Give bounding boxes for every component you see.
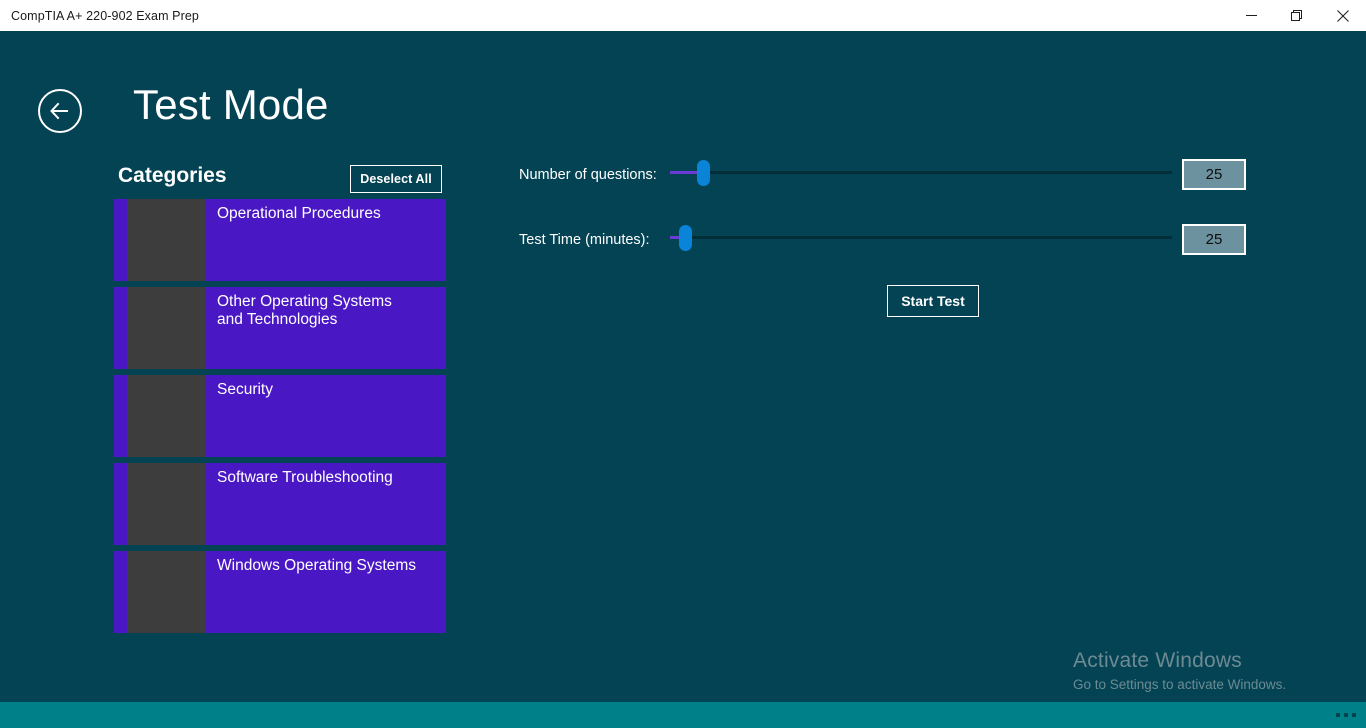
questions-label: Number of questions:	[519, 167, 657, 183]
selection-strip	[114, 551, 127, 633]
time-slider-track	[686, 236, 1172, 239]
back-button[interactable]	[38, 89, 82, 133]
activate-windows-watermark: Activate Windows Go to Settings to activ…	[1073, 648, 1353, 696]
category-label: Operational Procedures	[217, 205, 381, 222]
category-item-operational-procedures[interactable]: Operational Procedures	[114, 199, 446, 281]
category-label: Windows Operating Systems	[217, 557, 416, 574]
ellipsis-dot	[1336, 713, 1340, 717]
category-label: Software Troubleshooting	[217, 469, 393, 486]
category-thumbnail	[127, 199, 206, 281]
deselect-all-button[interactable]: Deselect All	[350, 165, 442, 193]
category-item-software-troubleshooting[interactable]: Software Troubleshooting	[114, 463, 446, 545]
restore-icon	[1291, 9, 1302, 21]
back-arrow-icon	[50, 102, 68, 120]
close-button[interactable]	[1320, 0, 1366, 31]
watermark-subtitle: Go to Settings to activate Windows.	[1073, 677, 1287, 693]
minimize-icon	[1245, 15, 1257, 16]
bottom-app-bar	[0, 702, 1366, 728]
minimize-button[interactable]	[1228, 0, 1274, 31]
time-slider[interactable]	[670, 223, 1172, 253]
title-bar: CompTIA A+ 220-902 Exam Prep	[0, 0, 1366, 31]
category-body: Other Operating Systems and Technologies	[206, 287, 446, 369]
time-label: Test Time (minutes):	[519, 232, 650, 248]
time-value-input[interactable]	[1182, 224, 1246, 255]
category-item-security[interactable]: Security	[114, 375, 446, 457]
time-slider-thumb[interactable]	[679, 225, 692, 251]
category-body: Software Troubleshooting	[206, 463, 446, 545]
selection-strip	[114, 463, 127, 545]
category-item-windows-operating-systems[interactable]: Windows Operating Systems	[114, 551, 446, 633]
selection-strip	[114, 199, 127, 281]
restore-button[interactable]	[1274, 0, 1320, 31]
window-title: CompTIA A+ 220-902 Exam Prep	[11, 8, 199, 23]
questions-slider-track	[704, 171, 1172, 174]
questions-slider-fill	[670, 171, 704, 174]
more-options-button[interactable]	[1336, 702, 1356, 728]
category-thumbnail	[127, 287, 206, 369]
category-thumbnail	[127, 463, 206, 545]
category-body: Security	[206, 375, 446, 457]
category-thumbnail	[127, 375, 206, 457]
category-label: Other Operating Systems and Technologies	[217, 293, 392, 328]
categories-heading: Categories	[118, 164, 227, 187]
ellipsis-dot	[1352, 713, 1356, 717]
questions-slider[interactable]	[670, 158, 1172, 188]
ellipsis-dot	[1344, 713, 1348, 717]
category-item-other-operating-systems[interactable]: Other Operating Systems and Technologies	[114, 287, 446, 369]
category-list: Operational Procedures Other Operating S…	[114, 199, 446, 639]
category-label: Security	[217, 381, 273, 398]
start-test-button[interactable]: Start Test	[887, 285, 979, 317]
category-thumbnail	[127, 551, 206, 633]
category-body: Windows Operating Systems	[206, 551, 446, 633]
questions-value-input[interactable]	[1182, 159, 1246, 190]
selection-strip	[114, 287, 127, 369]
close-icon	[1337, 9, 1349, 22]
watermark-title: Activate Windows	[1073, 649, 1242, 672]
selection-strip	[114, 375, 127, 457]
category-body: Operational Procedures	[206, 199, 446, 281]
page-title: Test Mode	[133, 81, 329, 128]
questions-slider-thumb[interactable]	[697, 160, 710, 186]
time-slider-fill	[670, 236, 686, 239]
